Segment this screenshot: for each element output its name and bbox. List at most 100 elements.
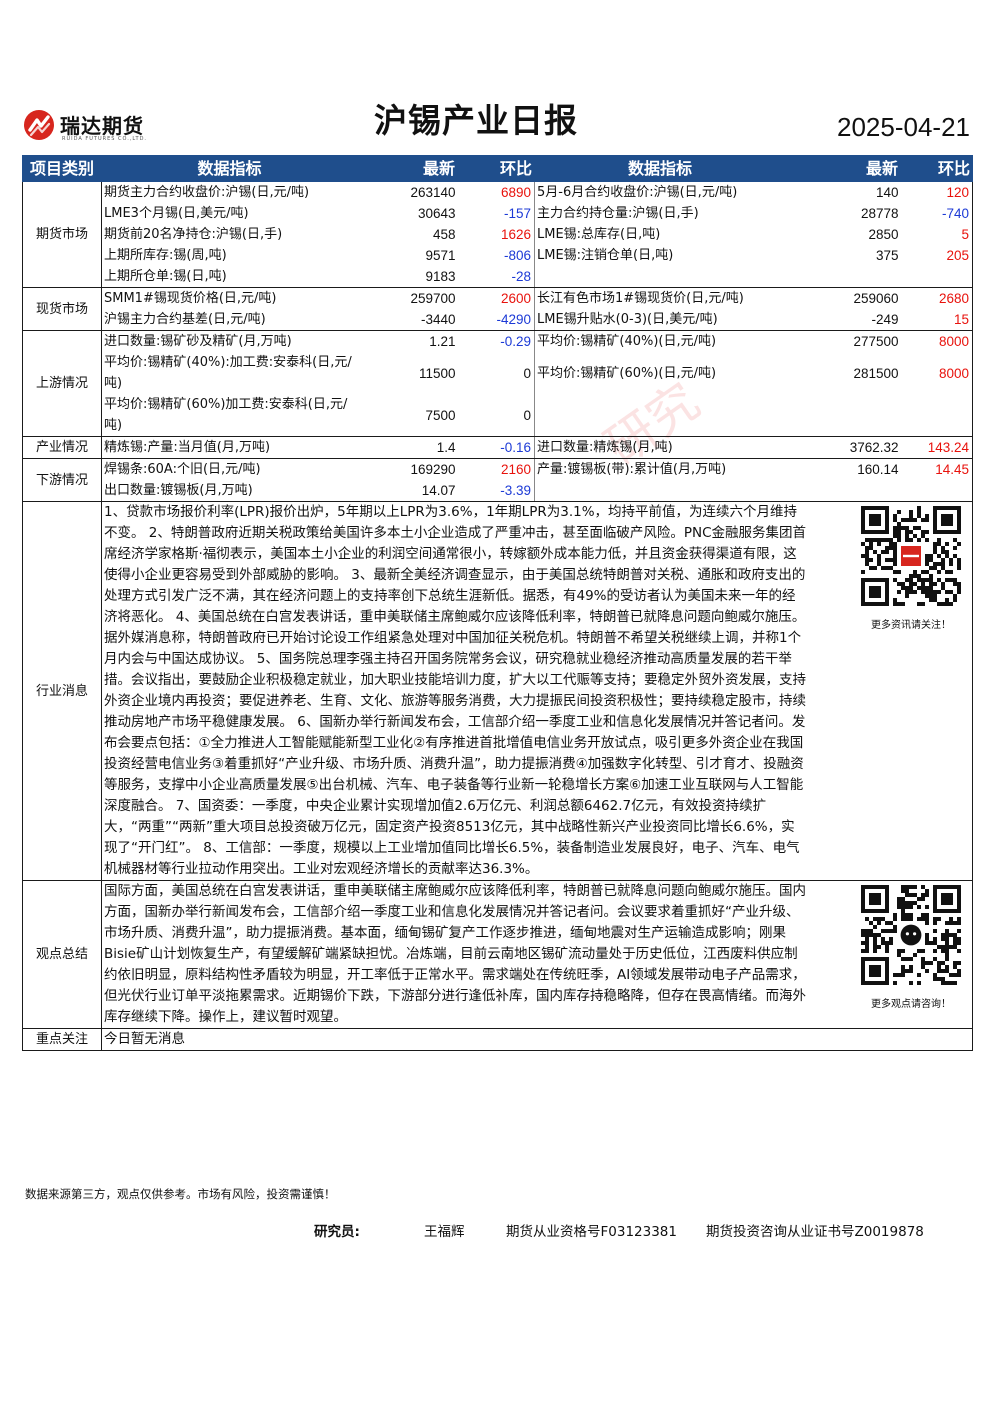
change-value-left: -0.16	[457, 436, 535, 459]
indicator-label-left: 上期所库存:锡(周,吨)	[101, 245, 358, 266]
header-category: 项目类别	[22, 155, 102, 182]
indicator-label-left: LME3个月锡(日,美元/吨)	[101, 203, 358, 224]
industry-news-cell: 1、贷款市场报价利率(LPR)报价出炉，5年期以上LPR为3.6%，1年期LPR…	[101, 501, 973, 881]
category-cell: 上游情况	[22, 330, 102, 437]
change-value-right: 2680	[900, 287, 973, 309]
view-summary-text: 国际方面，美国总统在白宫发表讲话，重申美联储主席鲍威尔应该降低利率，特朗普已就降…	[104, 883, 806, 1025]
latest-value-right: -249	[785, 309, 901, 331]
latest-value-right: 140	[785, 181, 901, 203]
researcher-name: 王福辉	[424, 1224, 465, 1240]
report-date: 2025-04-21	[837, 112, 970, 142]
change-value-right: 205	[900, 245, 973, 266]
latest-value-right: 259060	[785, 287, 901, 309]
latest-value-left: 458	[432, 227, 456, 242]
change-value-right: 8000	[900, 330, 973, 352]
category-cell: 期货市场	[22, 181, 102, 288]
latest-value-right	[785, 480, 901, 502]
change-value-left: 2600	[457, 287, 535, 309]
page-title: 沪锡产业日报	[374, 101, 578, 140]
focus-row: 重点关注 今日暂无消息	[22, 1028, 973, 1051]
view-summary-row: 观点总结 国际方面，美国总统在白宫发表讲话，重申美联储主席鲍威尔应该降低利率，特…	[22, 880, 973, 1029]
indicator-label-right: LME锡:注销仓单(日,吨)	[534, 245, 786, 266]
latest-value-right: 3762.32	[785, 436, 901, 459]
header-indicator-left: 数据指标	[101, 155, 358, 182]
logo-subtitle: RUIDA FUTURES CO.,LTD.	[62, 136, 148, 142]
latest-value-left: 7500	[357, 394, 458, 437]
industry-news-row: 行业消息 1、贷款市场报价利率(LPR)报价出炉，5年期以上LPR为3.6%，1…	[22, 501, 973, 881]
latest-value-left: 30643	[417, 206, 456, 221]
view-summary-category: 观点总结	[22, 880, 102, 1029]
indicator-label-right: 平均价:锡精矿(60%)(日,元/吨)	[534, 352, 786, 394]
change-value-left: -28	[457, 266, 535, 288]
industry-news-text: 1、贷款市场报价利率(LPR)报价出炉，5年期以上LPR为3.6%，1年期LPR…	[104, 504, 807, 877]
latest-value-left: 9183	[357, 266, 458, 288]
change-value-right: -740	[900, 203, 973, 224]
change-value-right	[900, 480, 973, 502]
indicator-label-left: 期货前20名净持仓:沪锡(日,手)	[101, 224, 358, 245]
indicator-label-right: 主力合约持仓量:沪锡(日,手)	[534, 203, 786, 224]
latest-value-left: 169290	[357, 458, 458, 480]
change-value-right: 5	[900, 224, 973, 245]
change-value-left: 6890	[457, 181, 535, 203]
header-indicator-right: 数据指标	[534, 155, 786, 182]
header-latest-left: 最新	[357, 155, 458, 182]
change-value-left: -3.39	[457, 480, 535, 502]
indicator-label-right	[534, 394, 786, 437]
report-table: 项目类别 数据指标 最新 环比 数据指标 最新 环比 期货市场期货主力合约收盘价…	[22, 155, 973, 1051]
industry-news-category: 行业消息	[22, 501, 102, 881]
latest-value-left: -3440	[357, 309, 458, 331]
table-row: 上期所仓单:锡(日,吨)9183-28	[23, 266, 973, 288]
consult-cert-number: 期货投资咨询从业证书号Z0019878	[706, 1224, 924, 1240]
category-cell: 现货市场	[22, 287, 102, 331]
header-change-right: 环比	[900, 155, 973, 182]
ruida-logo-icon	[24, 110, 54, 140]
latest-value-left: 9571	[425, 248, 456, 263]
change-value-right: 8000	[900, 352, 973, 394]
focus-text: 今日暂无消息	[101, 1028, 973, 1051]
focus-category: 重点关注	[22, 1028, 102, 1051]
indicator-label-left: 焊锡条:60A:个旧(日,元/吨)	[101, 458, 358, 480]
text-sections: 行业消息 1、贷款市场报价利率(LPR)报价出炉，5年期以上LPR为3.6%，1…	[22, 501, 973, 1051]
indicator-label-right	[534, 480, 786, 502]
indicator-label-left: 期货主力合约收盘价:沪锡(日,元/吨)	[101, 181, 358, 203]
change-value-right: 120	[900, 181, 973, 203]
latest-value-left: 14.07	[357, 480, 458, 502]
latest-value-right: 281500	[853, 365, 899, 381]
latest-value-right: 277500	[785, 330, 901, 352]
indicator-label-right: 进口数量:精炼锡(月,吨)	[534, 436, 786, 459]
table-header-row: 项目类别 数据指标 最新 环比 数据指标 最新 环比	[22, 155, 973, 182]
indicator-label-left: 沪锡主力合约基差(日,元/吨)	[101, 309, 358, 331]
qr-caption-news: 更多资讯请关注！	[871, 620, 951, 631]
change-value-left: 0	[457, 352, 535, 394]
latest-value-left: 1.4	[357, 436, 458, 459]
change-value-right	[900, 266, 973, 288]
indicator-label-left: 精炼锡:产量:当月值(月,万吨)	[101, 436, 358, 459]
qr-caption-view: 更多观点请咨询！	[871, 999, 951, 1010]
indicator-label-left: 出口数量:镀锡板(月,万吨)	[101, 480, 358, 502]
header-latest-right: 最新	[785, 155, 901, 182]
indicator-label-right	[534, 266, 786, 288]
change-value-left: 2160	[457, 458, 535, 480]
latest-value-right	[785, 266, 901, 288]
change-value-right: 14.45	[900, 458, 973, 480]
company-logo: 瑞达期货 RUIDA FUTURES CO.,LTD.	[22, 108, 172, 148]
indicator-label-left: 平均价:锡精矿(40%):加工费:安泰科(日,元/吨)	[101, 352, 358, 394]
indicator-label-right: 平均价:锡精矿(40%)(日,元/吨)	[534, 330, 786, 352]
report-header: 瑞达期货 RUIDA FUTURES CO.,LTD. 沪锡产业日报 2025-…	[22, 90, 972, 152]
change-value-left: -157	[457, 203, 535, 224]
disclaimer: 数据来源第三方，观点仅供参考。市场有风险，投资需谨慎！	[25, 1187, 336, 1201]
qr-code-icon	[861, 506, 961, 606]
latest-value-left: 1.21	[357, 330, 458, 352]
change-value-right	[900, 394, 973, 437]
researcher-label: 研究员:	[314, 1224, 360, 1240]
indicator-label-right: LME锡升贴水(0-3)(日,美元/吨)	[534, 309, 786, 331]
